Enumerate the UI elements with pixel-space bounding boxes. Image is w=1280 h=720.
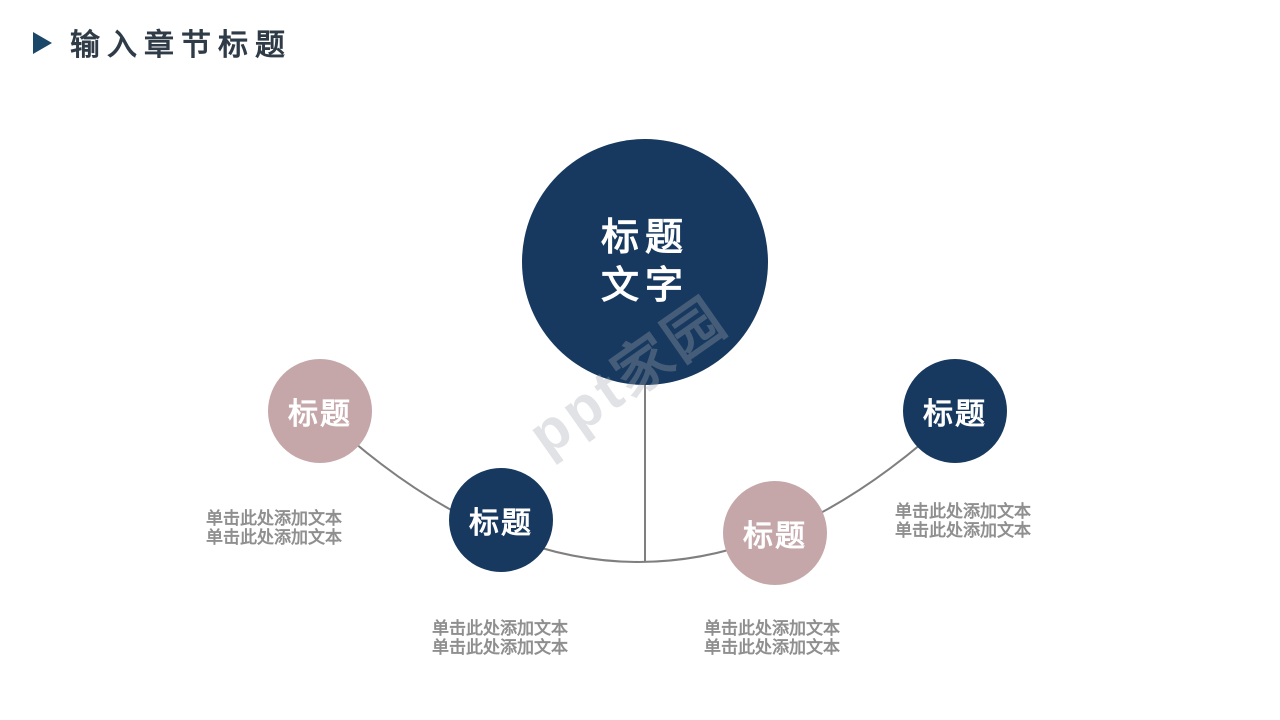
diagram-node-2[interactable]: 标题 bbox=[449, 468, 553, 572]
placeholder-line: 单击此处添加文本 bbox=[704, 619, 840, 638]
placeholder-line: 单击此处添加文本 bbox=[206, 528, 342, 547]
placeholder-text-4[interactable]: 单击此处添加文本 单击此处添加文本 bbox=[883, 502, 1043, 540]
placeholder-line: 单击此处添加文本 bbox=[895, 502, 1031, 521]
node-label: 标题 bbox=[743, 520, 807, 553]
placeholder-text-3[interactable]: 单击此处添加文本 单击此处添加文本 bbox=[692, 619, 852, 657]
placeholder-text-2[interactable]: 单击此处添加文本 单击此处添加文本 bbox=[420, 619, 580, 657]
node-label: 标题 bbox=[469, 507, 533, 540]
placeholder-text-1[interactable]: 单击此处添加文本 单击此处添加文本 bbox=[194, 509, 354, 547]
diagram-center-node[interactable]: 标题 文字 bbox=[522, 139, 768, 385]
slide-header: 输入章节标题 bbox=[0, 0, 1280, 80]
placeholder-line: 单击此处添加文本 bbox=[432, 619, 568, 638]
placeholder-line: 单击此处添加文本 bbox=[432, 638, 568, 657]
placeholder-line: 单击此处添加文本 bbox=[895, 521, 1031, 540]
node-label: 标题 bbox=[288, 398, 352, 431]
diagram-node-4[interactable]: 标题 bbox=[903, 359, 1007, 463]
node-label: 标题 bbox=[923, 398, 987, 431]
diagram-node-1[interactable]: 标题 bbox=[268, 359, 372, 463]
placeholder-line: 单击此处添加文本 bbox=[206, 509, 342, 528]
title-bullet-icon bbox=[33, 32, 52, 54]
page-title[interactable]: 输入章节标题 bbox=[70, 29, 292, 62]
diagram-node-3[interactable]: 标题 bbox=[723, 481, 827, 585]
placeholder-line: 单击此处添加文本 bbox=[704, 638, 840, 657]
center-node-label: 标题 文字 bbox=[600, 217, 689, 307]
